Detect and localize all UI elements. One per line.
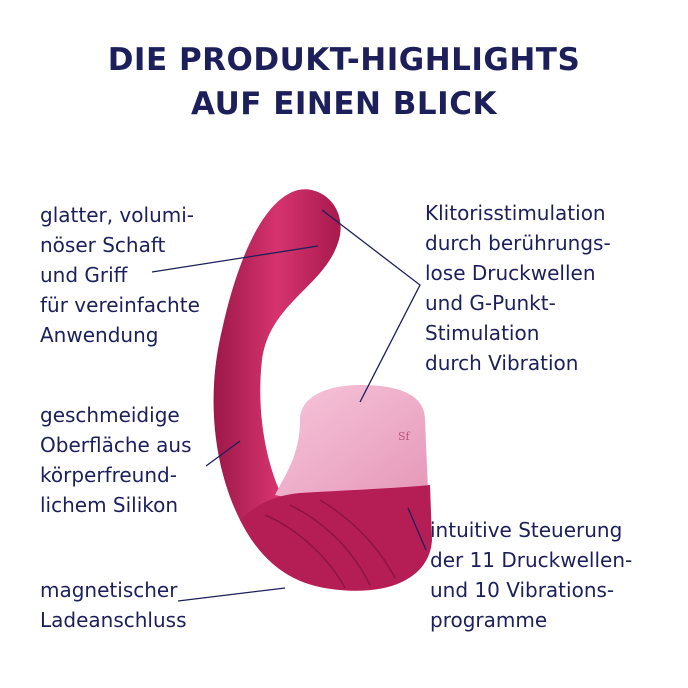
feature-text: und Griff xyxy=(40,263,128,287)
feature-charging: magnetischer Ladeanschluss xyxy=(40,575,187,635)
feature-text: geschmeidige xyxy=(40,403,180,427)
feature-surface: geschmeidige Oberfläche aus körperfreund… xyxy=(40,400,192,520)
stimulator-head xyxy=(275,385,428,501)
feature-text: glatter, volumi- xyxy=(40,203,194,227)
feature-text: programme xyxy=(430,608,548,632)
feature-text: lichem Silikon xyxy=(40,493,179,517)
feature-text: Oberfläche aus xyxy=(40,433,192,457)
feature-text: und 10 Vibrations- xyxy=(430,578,615,602)
feature-text: magnetischer xyxy=(40,578,178,602)
feature-stimulation: Klitorisstimulation durch berührungs- lo… xyxy=(425,198,611,378)
feature-text: durch berührungs- xyxy=(425,231,611,255)
feature-text: körperfreund- xyxy=(40,463,177,487)
shaft xyxy=(213,189,341,538)
feature-text: Klitorisstimulation xyxy=(425,201,606,225)
feature-text: durch Vibration xyxy=(425,351,579,375)
feature-shaft: glatter, volumi- nöser Schaft und Griff … xyxy=(40,200,200,350)
feature-text: der 11 Druckwellen- xyxy=(430,548,633,572)
feature-controls: intuitive Steuerung der 11 Druckwellen- … xyxy=(430,515,632,635)
page-title: DIE PRODUKT-HIGHLIGHTS AUF EINEN BLICK xyxy=(0,38,688,126)
title-line-2: AUF EINEN BLICK xyxy=(191,86,497,122)
title-line-1: DIE PRODUKT-HIGHLIGHTS xyxy=(107,42,581,78)
feature-text: für vereinfachte xyxy=(40,293,200,317)
feature-text: nöser Schaft xyxy=(40,233,166,257)
brand-logo-mark: Sf xyxy=(398,430,411,443)
feature-text: Stimulation xyxy=(425,321,540,345)
feature-text: lose Druckwellen xyxy=(425,261,596,285)
feature-text: Ladeanschluss xyxy=(40,608,187,632)
feature-text: intuitive Steuerung xyxy=(430,518,623,542)
feature-text: und G-Punkt- xyxy=(425,291,556,315)
feature-text: Anwendung xyxy=(40,323,159,347)
leader-lines xyxy=(151,209,427,602)
